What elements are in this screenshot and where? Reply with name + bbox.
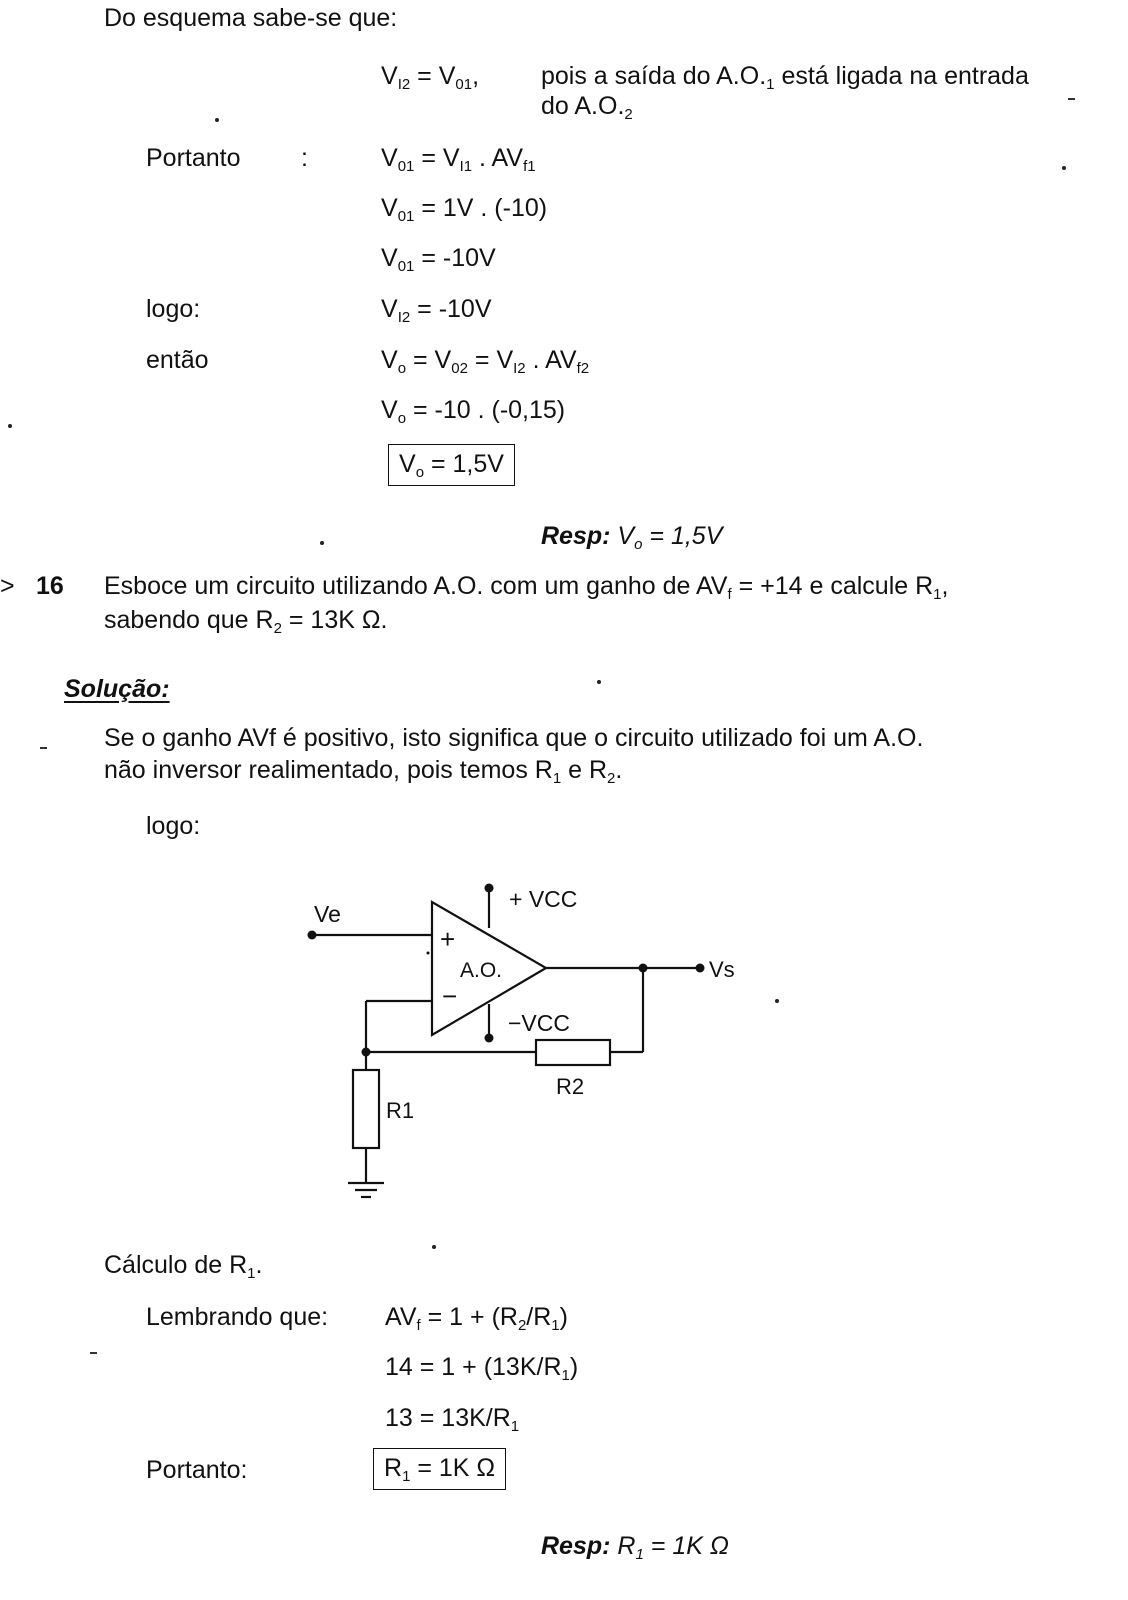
label-r2: R2 bbox=[556, 1074, 584, 1099]
result-box-vo: Vo = 1,5V bbox=[388, 444, 515, 486]
vcc-neg-terminal bbox=[484, 1033, 494, 1043]
scan-speck bbox=[1068, 98, 1075, 100]
opamp-triangle bbox=[430, 900, 549, 1037]
problem-statement-line1: Esboce um circuito utilizando A.O. com u… bbox=[104, 572, 949, 603]
condition-note-line2: do A.O.2 bbox=[541, 92, 633, 123]
label-vcc-pos: + VCC bbox=[509, 886, 577, 912]
scan-speck bbox=[432, 1245, 436, 1249]
intro-text: Do esquema sabe-se que: bbox=[104, 4, 398, 32]
equation-step-4: VI2 = -10V bbox=[381, 295, 492, 326]
label-ve: Ve bbox=[314, 901, 341, 927]
answer-2: Resp: R1 = 1K Ω bbox=[541, 1532, 729, 1563]
calc-step-3: 13 = 13K/R1 bbox=[385, 1404, 520, 1435]
ve-terminal bbox=[307, 930, 317, 940]
vs-terminal bbox=[695, 963, 705, 973]
circuit-diagram: Ve + − A.O. + VCC −VCC Vs R2 R1 bbox=[307, 883, 735, 1199]
vcc-pos-terminal bbox=[484, 883, 494, 893]
result-box-r1: R1 = 1K Ω bbox=[373, 1448, 507, 1490]
scan-speck bbox=[40, 747, 47, 749]
label-minus: − bbox=[442, 981, 457, 1011]
label-logo: logo: bbox=[146, 295, 201, 323]
scan-speck bbox=[215, 118, 219, 122]
solution-text-line1: Se o ganho AVf é positivo, isto signific… bbox=[104, 724, 924, 752]
label-portanto-2: Portanto: bbox=[146, 1456, 248, 1484]
scan-speck bbox=[320, 541, 324, 545]
scan-speck bbox=[1062, 166, 1066, 170]
problem-arrow: > bbox=[0, 572, 15, 600]
label-portanto: Portanto bbox=[146, 144, 241, 172]
label-ao: A.O. bbox=[460, 959, 502, 982]
label-r1: R1 bbox=[386, 1098, 414, 1123]
calc-title: Cálculo de R1. bbox=[104, 1251, 263, 1282]
label-entao: então bbox=[146, 346, 209, 374]
label-vs: Vs bbox=[709, 957, 735, 982]
resistor-r1 bbox=[351, 1068, 381, 1150]
solution-heading: Solução: bbox=[64, 675, 170, 703]
equation-step-2: V01 = 1V . (-10) bbox=[381, 194, 548, 225]
resistor-r2 bbox=[534, 1038, 612, 1067]
calc-step-1: AVf = 1 + (R2/R1) bbox=[385, 1303, 568, 1334]
scan-speck bbox=[8, 424, 12, 428]
output-node bbox=[638, 963, 648, 973]
label-colon: : bbox=[301, 144, 308, 172]
condition-equation: VI2 = V01, bbox=[381, 62, 480, 93]
label-plus: + bbox=[440, 924, 455, 954]
scan-speck bbox=[90, 1352, 97, 1354]
scan-speck bbox=[775, 999, 779, 1003]
solution-text-line2: não inversor realimentado, pois temos R1… bbox=[104, 756, 623, 787]
calc-step-2: 14 = 1 + (13K/R1) bbox=[385, 1353, 579, 1384]
equation-step-5: Vo = V02 = VI2 . AVf2 bbox=[381, 346, 590, 377]
equation-step-3: V01 = -10V bbox=[381, 244, 496, 275]
equation-step-6: Vo = -10 . (-0,15) bbox=[381, 396, 566, 427]
solution-logo: logo: bbox=[146, 812, 201, 840]
problem-number: 16 bbox=[36, 572, 64, 600]
label-vcc-neg: −VCC bbox=[508, 1010, 570, 1036]
answer-1: Resp: Vo = 1,5V bbox=[541, 522, 723, 553]
scan-speck bbox=[597, 680, 601, 684]
label-lembrando: Lembrando que: bbox=[146, 1303, 329, 1331]
condition-note-line1: pois a saída do A.O.1 está ligada na ent… bbox=[541, 62, 1029, 93]
equation-step-1: V01 = VI1 . AVf1 bbox=[381, 144, 536, 175]
problem-statement-line2: sabendo que R2 = 13K Ω. bbox=[104, 606, 388, 637]
inverting-node bbox=[361, 1047, 371, 1057]
